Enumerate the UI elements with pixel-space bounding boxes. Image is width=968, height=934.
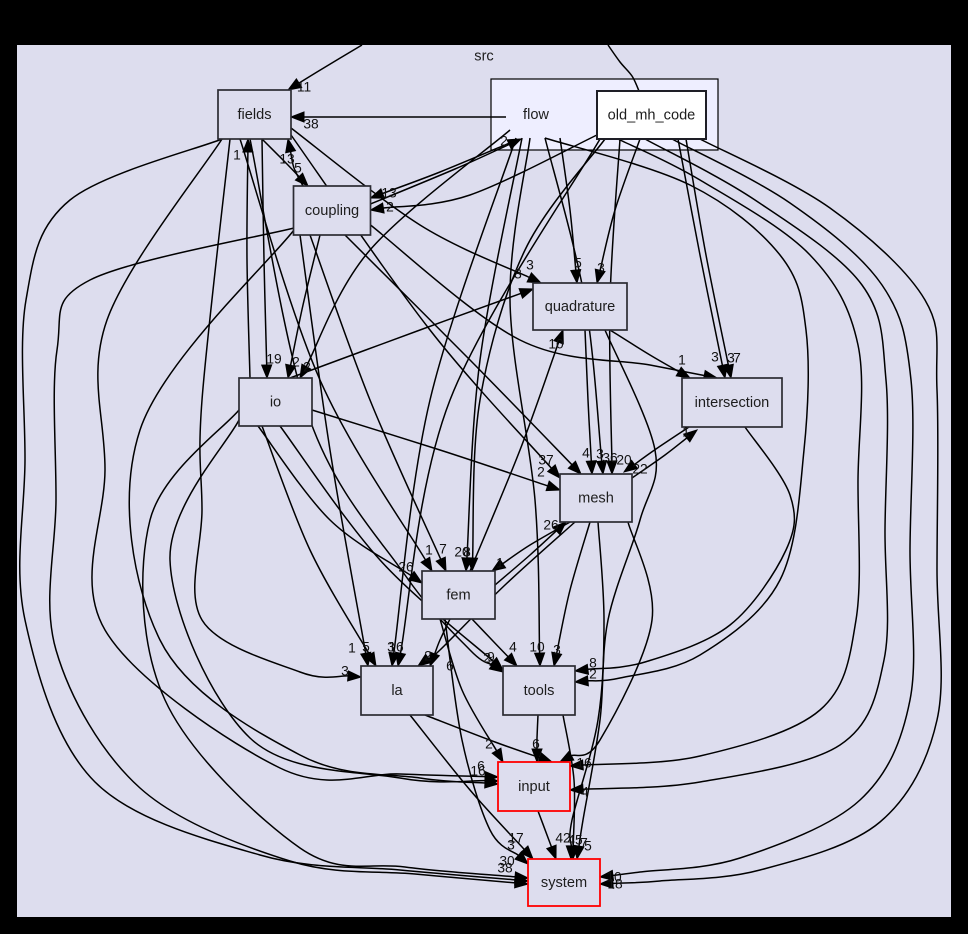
svg-text:10: 10 <box>529 640 545 655</box>
svg-text:src: src <box>474 49 493 65</box>
svg-text:1: 1 <box>496 556 504 571</box>
svg-text:18: 18 <box>607 877 623 892</box>
svg-text:2: 2 <box>537 465 545 480</box>
svg-text:1: 1 <box>682 425 690 440</box>
svg-text:2: 2 <box>386 200 394 215</box>
svg-text:2: 2 <box>483 651 491 666</box>
svg-text:3: 3 <box>727 351 735 366</box>
svg-text:1: 1 <box>233 148 241 163</box>
svg-text:38: 38 <box>497 861 513 876</box>
svg-text:6: 6 <box>446 659 454 674</box>
svg-text:19: 19 <box>266 352 282 367</box>
svg-text:45: 45 <box>567 833 583 848</box>
svg-text:36: 36 <box>602 451 618 466</box>
svg-text:1: 1 <box>348 641 356 656</box>
svg-text:5: 5 <box>294 161 302 176</box>
svg-text:3: 3 <box>514 267 522 282</box>
svg-text:3: 3 <box>507 838 515 853</box>
svg-text:26: 26 <box>543 518 559 533</box>
svg-text:flow: flow <box>523 107 549 123</box>
svg-text:7: 7 <box>580 836 588 851</box>
svg-text:input: input <box>518 779 550 795</box>
svg-text:1: 1 <box>425 543 433 558</box>
svg-text:3: 3 <box>596 447 604 462</box>
svg-text:intersection: intersection <box>695 395 770 411</box>
svg-text:system: system <box>541 875 587 891</box>
svg-text:8: 8 <box>463 545 471 560</box>
svg-text:3: 3 <box>526 258 534 273</box>
svg-text:7: 7 <box>439 542 447 557</box>
svg-text:10: 10 <box>606 870 622 885</box>
svg-text:3: 3 <box>711 350 719 365</box>
svg-text:4: 4 <box>582 446 590 461</box>
svg-text:2: 2 <box>424 649 432 664</box>
svg-text:1: 1 <box>678 353 686 368</box>
svg-text:2: 2 <box>303 360 311 375</box>
svg-text:9: 9 <box>487 650 495 665</box>
svg-text:42: 42 <box>555 831 570 846</box>
svg-text:3: 3 <box>341 664 349 679</box>
svg-text:7: 7 <box>733 351 741 366</box>
svg-text:3: 3 <box>387 640 395 655</box>
svg-text:io: io <box>270 394 281 410</box>
svg-text:16: 16 <box>470 764 486 779</box>
svg-text:6: 6 <box>477 759 485 774</box>
svg-text:13: 13 <box>381 186 397 201</box>
svg-text:3: 3 <box>597 261 605 276</box>
svg-text:16: 16 <box>576 756 592 771</box>
svg-text:2: 2 <box>485 737 493 752</box>
svg-text:2: 2 <box>589 667 597 682</box>
svg-text:5: 5 <box>584 839 592 854</box>
svg-text:6: 6 <box>532 737 540 752</box>
svg-text:la: la <box>391 683 403 699</box>
svg-text:2: 2 <box>292 355 300 370</box>
svg-text:2: 2 <box>500 134 508 149</box>
svg-text:22: 22 <box>632 462 647 477</box>
svg-text:17: 17 <box>508 831 523 846</box>
svg-text:mesh: mesh <box>578 490 614 506</box>
svg-text:5: 5 <box>362 640 370 655</box>
svg-text:4: 4 <box>581 785 589 800</box>
svg-text:4: 4 <box>509 640 517 655</box>
svg-text:fields: fields <box>237 107 271 123</box>
svg-text:10: 10 <box>548 337 564 352</box>
svg-text:coupling: coupling <box>305 203 359 219</box>
svg-text:8: 8 <box>589 656 597 671</box>
svg-text:3: 3 <box>553 643 561 658</box>
svg-text:5: 5 <box>574 256 582 271</box>
svg-text:fem: fem <box>446 587 470 603</box>
svg-text:30: 30 <box>499 854 515 869</box>
svg-text:quadrature: quadrature <box>545 299 616 315</box>
svg-text:13: 13 <box>279 152 295 167</box>
svg-text:old_mh_code: old_mh_code <box>608 107 696 123</box>
svg-text:20: 20 <box>454 545 470 560</box>
svg-text:11: 11 <box>297 80 311 95</box>
svg-text:26: 26 <box>398 560 414 575</box>
svg-text:20: 20 <box>616 453 632 468</box>
svg-text:38: 38 <box>303 117 319 132</box>
svg-text:16: 16 <box>388 640 404 655</box>
svg-text:37: 37 <box>538 453 553 468</box>
svg-text:tools: tools <box>524 683 555 699</box>
